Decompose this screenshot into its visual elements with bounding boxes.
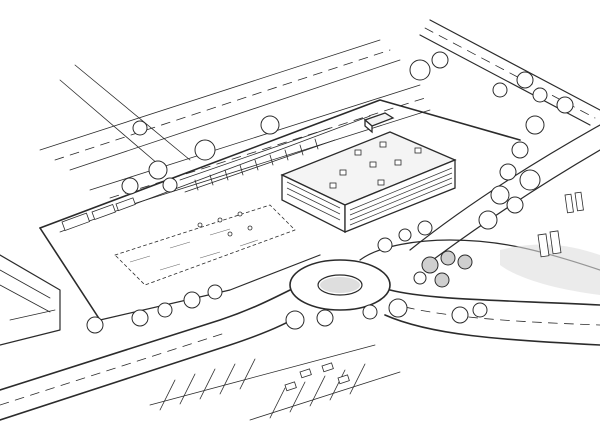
empty-lot [114,204,296,286]
small-structure [363,112,395,134]
highway-top-right [419,19,600,126]
trailers [61,197,136,231]
trees [86,51,574,334]
parking-stripes-top [179,127,336,193]
right-parking [537,191,584,258]
main-building [280,131,457,234]
parking-lot-bottom [149,344,401,421]
distant-road [39,39,431,206]
left-building [0,254,61,346]
